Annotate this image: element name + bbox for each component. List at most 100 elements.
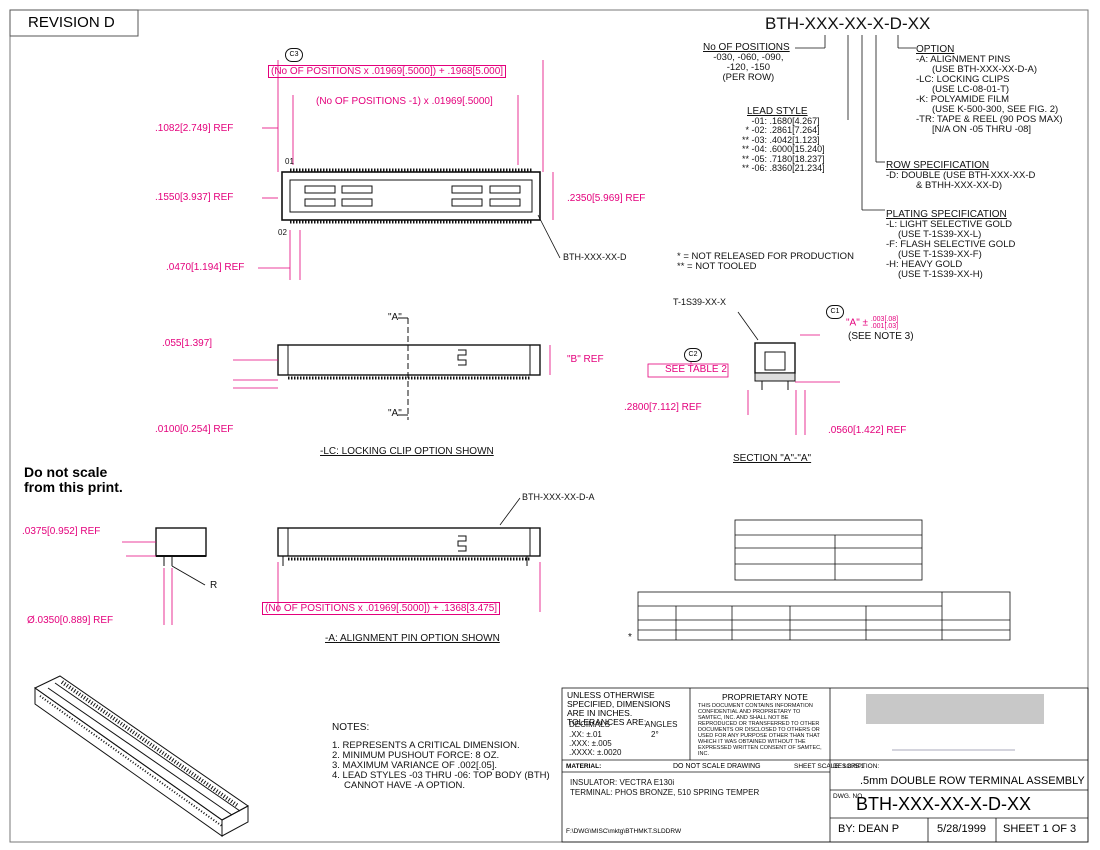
lead-value: .7180[18.237] [769, 153, 825, 164]
a-dim-overall-text: (No OF POSITIONS x .01969[.5000]) + .136… [262, 602, 501, 615]
a-view-front-dims [277, 562, 541, 612]
plating-line: -L: LIGHT SELECTIVE GOLD [886, 219, 1013, 230]
positions-line: -030, -060, -090, [713, 52, 784, 63]
decimal-tol-2: .XXX: ±.005 [569, 739, 612, 748]
section-ref-1: .2800[7.112] REF [624, 402, 702, 413]
plating-line: (USE T-1S39-XX-L) [898, 228, 982, 240]
top-ref-3: .0470[1.194] REF [166, 262, 245, 273]
lc-section-a-bottom: "A" [388, 408, 402, 419]
row-spec-lines: -D: DOUBLE (USE BTH-XXX-XX-D & BTHH-XXX-… [886, 171, 1035, 191]
decimal-tol-1: .XX: ±.01 [569, 730, 602, 739]
lead-mark: ** [741, 163, 749, 174]
insulator-material: INSULATOR: VECTRA E130i [570, 778, 675, 787]
positions-header: No OF POSITIONS [703, 42, 790, 53]
tol-lo: .001[.03] [870, 323, 899, 330]
sheet-scale: SHEET SCALE: 1.875:1 [794, 763, 864, 770]
release-note: * = NOT RELEASED FOR PRODUCTION [677, 251, 854, 262]
option-line: -LC: LOCKING CLIPS [916, 73, 1010, 85]
lc-view-connector [277, 317, 541, 420]
decimals-label: DECIMALS [569, 720, 610, 729]
a-ref-1: .0375[0.952] REF [22, 526, 101, 537]
top-callout: BTH-XXX-XX-D [563, 252, 627, 262]
section-dims [647, 334, 840, 435]
lead-mark: ** [741, 144, 749, 155]
decimal-tol-3: .XXXX: ±.0020 [569, 748, 622, 757]
option-line: (USE K-500-300, SEE FIG. 2) [932, 103, 1059, 115]
release-notes: * = NOT RELEASED FOR PRODUCTION ** = NOT… [677, 252, 854, 272]
option-tree-lines [795, 35, 916, 211]
critical-dim-c3-icon: C3 [285, 48, 303, 62]
revision-box [9, 9, 139, 37]
lead-value: .8360[21.234] [769, 163, 825, 174]
terminal-material: TERMINAL: PHOS BRONZE, 510 SPRING TEMPER [570, 788, 760, 797]
table-2-mark: * [628, 632, 632, 643]
lead-style-row: ** -04: .6000[15.240] [735, 144, 825, 155]
lc-ref-2: .0100[0.254] REF [155, 424, 234, 435]
lc-b-ref: "B" REF [567, 354, 604, 365]
plating-spec-lines: -L: LIGHT SELECTIVE GOLD (USE T-1S39-XX-… [886, 220, 1015, 280]
logo-placeholder [866, 694, 1044, 724]
row-spec-line: -D: DOUBLE (USE BTH-XXX-XX-D [886, 170, 1036, 181]
description-label: DESCRIPTION: [833, 763, 880, 770]
tol-hi: .003[.08] [870, 316, 899, 323]
top-view-leader [537, 214, 561, 259]
a-dim-overall: (No OF POSITIONS x .01969[.5000]) + .136… [262, 602, 501, 615]
top-dim-pitch: (No OF POSITIONS -1) x .01969[.5000] [316, 96, 493, 107]
plating-spec-header: PLATING SPECIFICATION [886, 209, 1007, 220]
option-lines: -A: ALIGNMENT PINS (USE BTH-XXX-XX-D-A) … [916, 55, 1063, 135]
dwg-no-value: BTH-XXX-XX-X-D-XX [856, 794, 1032, 814]
top-ref-2: .1550[3.937] REF [155, 192, 234, 203]
sheet-number: SHEET 1 OF 3 [1003, 823, 1077, 835]
lead-style-row: -01: .1680[4.267] [735, 116, 825, 126]
angle-tol: 2° [651, 730, 659, 739]
section-terminal-label: T-1S39-XX-X [673, 297, 727, 307]
section-see-note: (SEE NOTE 3) [848, 331, 914, 342]
note-line: 3. MAXIMUM VARIANCE OF .002[.05]. [332, 759, 498, 771]
lead-code: -05: [751, 153, 768, 164]
top-dim-overall-text: (No OF POSITIONS x .01969[.5000]) + .196… [268, 65, 507, 78]
material-label: MATERIAL: [566, 763, 602, 770]
lc-ref-1: .055[1.397] [162, 338, 213, 349]
section-a-tol: "A" ± .003[.08] .001[.03] [846, 316, 898, 330]
lead-mark: * [745, 125, 749, 136]
option-block: OPTION -A: ALIGNMENT PINS (USE BTH-XXX-X… [916, 44, 1063, 135]
release-note: ** = NOT TOOLED [677, 260, 757, 272]
pin-02-label: 02 [278, 228, 287, 237]
lead-code: -06: [751, 163, 768, 174]
plating-spec-block: PLATING SPECIFICATION -L: LIGHT SELECTIV… [886, 209, 1015, 280]
proprietary-text: THIS DOCUMENT CONTAINS INFORMATION CONFI… [698, 703, 822, 758]
note-line: 4. LEAD STYLES -03 THRU -06: TOP BODY (B… [332, 769, 550, 781]
section-aa [737, 311, 796, 390]
positions-line: -120, -150 [726, 61, 770, 73]
lead-style-row: ** -06: .8360[21.234] [735, 163, 825, 174]
table-1 [734, 519, 923, 581]
a-callout: BTH-XXX-XX-D-A [522, 492, 595, 502]
option-line: (USE LC-08-01-T) [932, 83, 1010, 95]
lead-style-header: LEAD STYLE [747, 106, 808, 117]
title-block [561, 687, 1089, 843]
lead-mark: ** [741, 134, 749, 145]
lead-code: -03: [751, 134, 768, 145]
do-not-scale-drawing: DO NOT SCALE DRAWING [673, 763, 761, 770]
option-line: [N/A ON -05 THRU -08] [932, 123, 1032, 135]
option-line: -TR: TAPE & REEL (90 POS MAX) [916, 113, 1063, 125]
lead-value: .4042[1.123] [769, 134, 820, 145]
a-caption: -A: ALIGNMENT PIN OPTION SHOWN [325, 633, 500, 644]
a-view-side-dims [122, 541, 173, 625]
top-ref-1: .1082[2.749] REF [155, 123, 234, 134]
note-line: 2. MINIMUM PUSHOUT FORCE: 8 OZ. [332, 749, 500, 761]
lead-code: -04: [751, 144, 768, 155]
notes-header: NOTES: [332, 722, 370, 733]
lc-caption: -LC: LOCKING CLIP OPTION SHOWN [320, 446, 494, 457]
lead-code: -01: [751, 116, 768, 126]
section-see-table: SEE TABLE 2 [665, 364, 727, 375]
section-caption: SECTION "A"-"A" [733, 453, 812, 464]
plating-line: -F: FLASH SELECTIVE GOLD [886, 238, 1016, 250]
part-number-title: BTH-XXX-XX-X-D-XX [765, 14, 931, 33]
top-view-dims [258, 60, 554, 280]
plating-line: (USE T-1S39-XX-H) [898, 268, 983, 280]
angles-label: ANGLES [645, 720, 678, 729]
lc-view-dims [233, 345, 551, 389]
file-path: F:\DWG\MISC\mktg\BTHMKT.SLDDRW [566, 828, 682, 835]
